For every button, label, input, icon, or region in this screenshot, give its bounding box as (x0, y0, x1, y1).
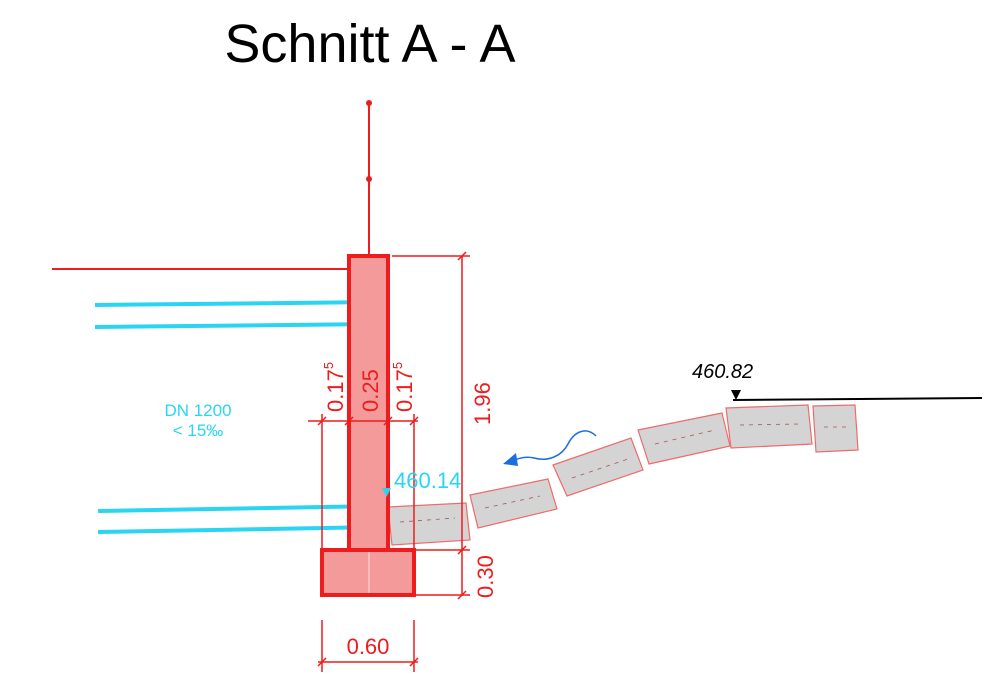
retaining-wall (347, 254, 390, 553)
elevation-bottom-label: 460.14 (394, 468, 461, 493)
dim-footing-height: 0.30 (473, 555, 498, 598)
flow-arrow-icon (503, 430, 597, 466)
pipe-slope-label: < 15‰ (173, 421, 224, 440)
dim-left-wall: 0.175 (321, 362, 348, 412)
wall-width-dimension (308, 414, 419, 550)
elevation-top-label: 460.82 (692, 361, 753, 383)
terrain-line-right (732, 397, 983, 401)
section-title: Schnitt A - A (224, 14, 515, 74)
footing-width-dimension (317, 620, 419, 672)
stone-riprap (387, 404, 859, 546)
dim-right-wall: 0.175 (390, 362, 417, 412)
height-dimension (392, 251, 470, 600)
dim-wall: 0.25 (358, 369, 383, 412)
fence-post (366, 100, 372, 256)
dim-height: 1.96 (470, 382, 495, 425)
elevation-marker-top: 460.82 (692, 361, 753, 400)
dim-footing-width: 0.60 (347, 634, 390, 659)
pipe-lines (94, 300, 381, 534)
wall-footing (320, 548, 416, 597)
elevation-marker-bottom: 460.14 (382, 468, 461, 497)
pipe-label: DN 1200 (164, 401, 231, 420)
